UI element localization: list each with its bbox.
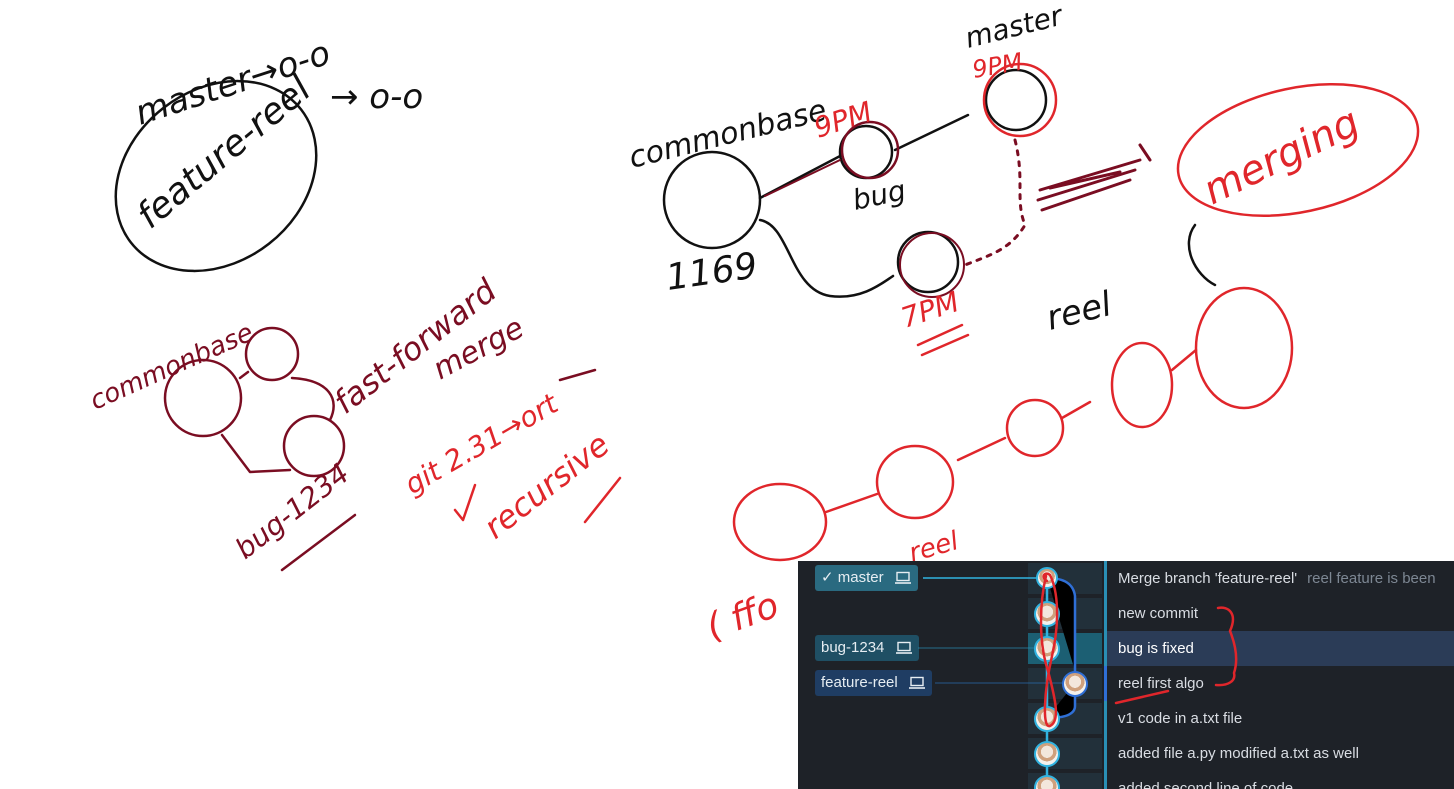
- laptop-icon: [908, 676, 925, 689]
- commit-title: v1 code in a.txt file: [1118, 710, 1243, 727]
- chain-node-1: [1110, 341, 1174, 429]
- check-icon: ✓: [821, 569, 834, 586]
- laptop-icon: [895, 641, 912, 654]
- avatar: [1034, 601, 1060, 627]
- commit-description: reel feature is been: [1307, 570, 1436, 587]
- chain-link-2: [1060, 400, 1092, 420]
- underline-bug1234: [280, 513, 357, 572]
- master-node: [984, 68, 1048, 132]
- commonbase-node: [662, 150, 762, 250]
- chain-link-1: [1170, 348, 1198, 372]
- commit-row[interactable]: feature-reel reel first algo: [798, 666, 1454, 701]
- commit-message[interactable]: Merge branch 'feature-reel' reel feature …: [1104, 561, 1454, 596]
- master-branch-line: [893, 113, 970, 152]
- laptop-icon: [894, 571, 911, 584]
- avatar: [1036, 567, 1058, 589]
- avatar: [1034, 636, 1060, 662]
- commit-title: bug is fixed: [1118, 640, 1194, 657]
- note-ffo: ( ffo: [701, 585, 784, 649]
- commit-message[interactable]: added second line of code: [1104, 771, 1454, 789]
- feature-reel-ellipse: [114, 79, 318, 273]
- scribble: [1036, 143, 1152, 212]
- merging-ellipse: [1176, 83, 1420, 217]
- branch-label: bug-1234: [821, 639, 885, 656]
- commit-title: added file a.py modified a.txt as well: [1118, 745, 1359, 762]
- note-bug: bug: [850, 173, 909, 216]
- commit-message[interactable]: v1 code in a.txt file: [1104, 701, 1454, 736]
- branch-tag-feature-reel[interactable]: feature-reel: [815, 670, 932, 696]
- branch-tag-master[interactable]: ✓ master: [815, 565, 918, 591]
- underline-7pm: [916, 323, 970, 357]
- note-7pm: 7PM: [897, 285, 963, 335]
- commit-message[interactable]: reel first algo: [1104, 666, 1454, 701]
- branch-tag-bug-1234[interactable]: bug-1234: [815, 635, 919, 661]
- branch-label: feature-reel: [821, 674, 898, 691]
- graph-lines: [918, 576, 1077, 789]
- chain-link-3: [956, 436, 1007, 462]
- commit-title: added second line of code: [1118, 780, 1294, 789]
- chain-node-2: [1005, 398, 1065, 458]
- bug-node-highlight: [840, 120, 900, 180]
- commit-message[interactable]: new commit: [1104, 596, 1454, 631]
- underline-recursive: [583, 476, 622, 524]
- chain-node-4: [732, 482, 828, 562]
- checkmark: [453, 483, 477, 522]
- reel-node: [896, 230, 960, 294]
- commit-row-selected[interactable]: bug-1234 bug is fixed: [798, 631, 1454, 666]
- underline-ort: [558, 368, 597, 382]
- commit-title: reel first algo: [1118, 675, 1204, 692]
- dotted-merge-line: [963, 138, 1027, 267]
- commit-title: new commit: [1118, 605, 1199, 622]
- left-master-node: [244, 326, 300, 382]
- master-node-red: [982, 62, 1058, 138]
- note-number: 1169: [664, 246, 760, 299]
- note-reel: reel: [1043, 284, 1117, 339]
- left-link-1: [238, 370, 250, 380]
- note-bug-1234: bug-1234: [229, 457, 355, 566]
- note-9pm-b: 9PM: [970, 48, 1025, 84]
- merge-connector: [1187, 223, 1217, 287]
- commit-message[interactable]: added file a.py modified a.txt as well: [1104, 736, 1454, 771]
- left-curve: [290, 376, 335, 422]
- reel-node-highlight: [899, 232, 965, 298]
- note-commonbase-left: commonbase: [86, 318, 258, 417]
- note-arrow-oo: → o-o: [330, 77, 423, 117]
- chain-link-4: [824, 492, 879, 514]
- note-master-right: master: [962, 0, 1067, 55]
- avatar: [1034, 741, 1060, 767]
- commit-title: Merge branch 'feature-reel': [1118, 570, 1298, 587]
- avatar: [1034, 706, 1060, 732]
- commit-message[interactable]: bug is fixed: [1104, 631, 1454, 666]
- note-commonbase-right: commonbase: [625, 93, 830, 176]
- left-link-2: [220, 433, 292, 474]
- left-bug-node: [282, 414, 346, 478]
- avatar: [1034, 775, 1060, 789]
- left-commonbase-node: [163, 358, 243, 438]
- chain-node-3: [875, 444, 955, 520]
- avatar: [1062, 671, 1088, 697]
- bug-line-highlight: [764, 159, 841, 197]
- git-graph-panel: ✓ master Merge branch 'feature-reel' reel…: [798, 561, 1454, 789]
- merge-commit-node: [1194, 286, 1294, 410]
- branch-label: master: [837, 569, 884, 586]
- reel-branch-line: [758, 218, 895, 298]
- note-merging: merging: [1196, 99, 1367, 214]
